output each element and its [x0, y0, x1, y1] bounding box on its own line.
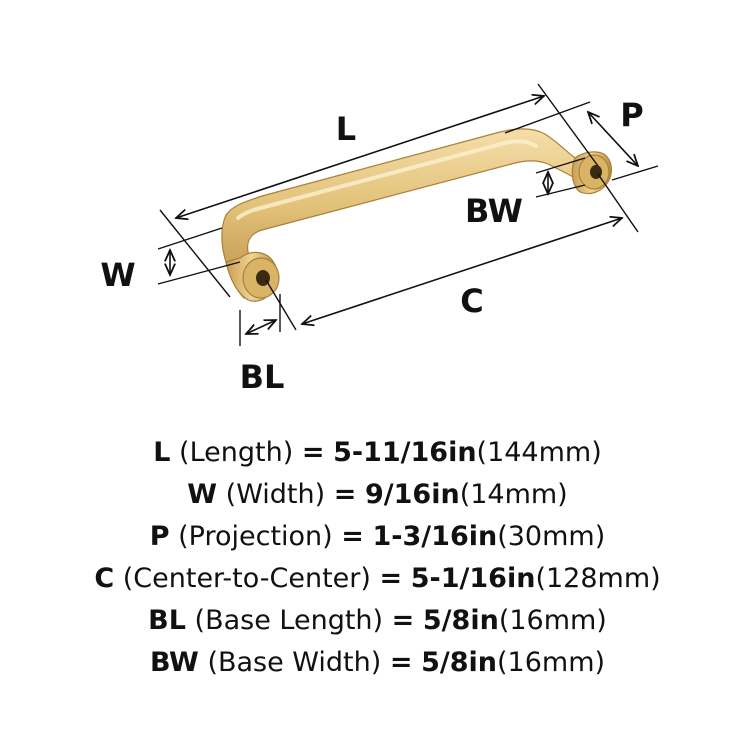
spec-metric: (14mm): [459, 479, 568, 510]
spec-equals: =: [379, 563, 403, 594]
spec-name: (Base Length): [194, 605, 384, 636]
spec-imperial: 5/8in: [422, 605, 499, 636]
spec-name: (Width): [225, 479, 326, 510]
label-w: W: [100, 256, 135, 294]
dimension-base-length: BL: [239, 294, 285, 396]
spec-row-center-to-center: C (Center-to-Center) = 5-1/16in(128mm): [0, 558, 755, 600]
spec-metric: (128mm): [535, 563, 661, 594]
spec-metric: (16mm): [498, 605, 607, 636]
spec-row-width: W (Width) = 9/16in(14mm): [0, 474, 755, 516]
spec-row-base-length: BL (Base Length) = 5/8in(16mm): [0, 600, 755, 642]
spec-metric: (30mm): [497, 521, 606, 552]
spec-abbr: P: [149, 521, 170, 552]
spec-imperial: 1-3/16in: [372, 521, 498, 552]
spec-imperial: 5/8in: [421, 647, 498, 678]
label-bl: BL: [240, 358, 285, 396]
label-p: P: [620, 96, 643, 134]
label-c: C: [460, 282, 483, 320]
spec-imperial: 9/16in: [364, 479, 460, 510]
dimension-width: W: [100, 227, 241, 294]
spec-row-length: L (Length) = 5-11/16in(144mm): [0, 432, 755, 474]
spec-equals: =: [391, 605, 415, 636]
spec-equals: =: [389, 647, 413, 678]
right-center-extension: [597, 173, 639, 233]
label-bw: BW: [465, 192, 523, 230]
spec-metric: (144mm): [476, 437, 602, 468]
spec-equals: =: [341, 521, 364, 552]
spec-name: (Base Width): [207, 647, 382, 678]
spec-abbr: BW: [149, 647, 199, 678]
cabinet-pull-handle: [221, 128, 613, 302]
handle-dimension-diagram: L P BW W C: [100, 83, 659, 396]
spec-abbr: L: [153, 437, 171, 468]
dimension-spec-list: L (Length) = 5-11/16in(144mm) W (Width) …: [0, 432, 755, 684]
spec-abbr: W: [187, 479, 218, 510]
spec-name: (Center-to-Center): [122, 563, 371, 594]
label-l: L: [336, 110, 356, 148]
spec-name: (Length): [179, 437, 294, 468]
spec-name: (Projection): [178, 521, 333, 552]
spec-imperial: 5-1/16in: [410, 563, 536, 594]
spec-row-projection: P (Projection) = 1-3/16in(30mm): [0, 516, 755, 558]
spec-equals: =: [333, 479, 357, 510]
dimension-center-to-center: C: [265, 218, 622, 331]
spec-abbr: C: [94, 563, 115, 594]
spec-abbr: BL: [148, 605, 186, 636]
spec-imperial: 5-11/16in: [333, 437, 477, 468]
spec-equals: =: [301, 437, 325, 468]
dimension-length: L: [159, 83, 599, 298]
spec-row-base-width: BW (Base Width) = 5/8in(16mm): [0, 642, 755, 684]
spec-metric: (16mm): [497, 647, 606, 678]
dimension-projection: P: [504, 96, 659, 181]
